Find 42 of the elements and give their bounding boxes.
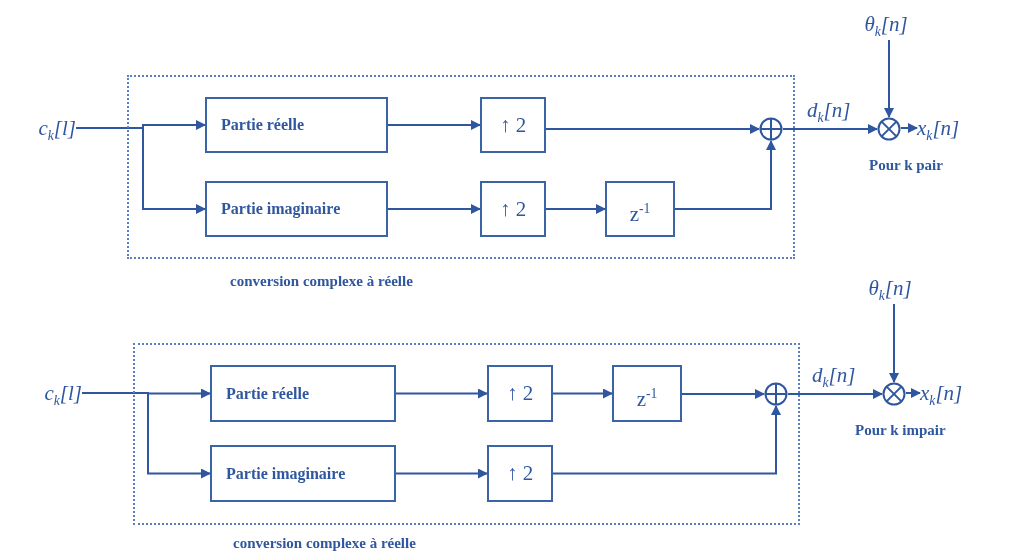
arrow: [782, 124, 878, 134]
arrow: [545, 204, 606, 214]
block-box: z$^{-1}$: [612, 365, 682, 422]
signal-label: c$_{k}$[l]: [4, 108, 76, 148]
multiplier-symbol: [877, 117, 901, 141]
frame-caption: conversion complexe à réelle: [233, 535, 416, 552]
block-box: Partie réelle: [205, 97, 388, 153]
signal-label: θ$_{k}$[n]: [850, 268, 930, 304]
signal-label: c$_{k}$[l]: [2, 373, 82, 413]
arrow: [387, 120, 481, 130]
arrow: [674, 140, 776, 210]
multiplier-symbol: [882, 382, 906, 406]
adder-symbol: [764, 382, 788, 406]
arrow: [545, 124, 760, 134]
frame-caption: conversion complexe à réelle: [230, 273, 413, 290]
arrow: [395, 388, 488, 399]
block-box: Partie réelle: [210, 365, 396, 422]
arrow: [81, 392, 211, 479]
arrow: [552, 388, 613, 399]
adder-symbol: [759, 117, 783, 141]
arrow: [552, 405, 781, 475]
arrow: [787, 389, 883, 399]
arrow: [75, 127, 206, 214]
arrow: [395, 468, 488, 479]
signal-label: x$_{k}$[n]: [917, 108, 1027, 148]
block-box: ↑ 2: [480, 97, 546, 153]
block-box: z$^{-1}$: [605, 181, 675, 237]
block-box: ↑ 2: [480, 181, 546, 237]
block-box: ↑ 2: [487, 445, 553, 502]
signal-label: θ$_{k}$[n]: [846, 4, 926, 40]
arrow: [905, 388, 921, 398]
caption-text: Pour k pair: [869, 157, 943, 174]
block-box: Partie imaginaire: [205, 181, 388, 237]
arrow: [889, 303, 899, 383]
arrow: [884, 39, 894, 118]
arrow: [900, 123, 918, 133]
signal-label: x$_{k}$[n]: [920, 373, 1030, 413]
caption-text: Pour k impair: [855, 422, 946, 439]
block-box: Partie imaginaire: [210, 445, 396, 502]
arrow: [681, 389, 765, 399]
block-box: ↑ 2: [487, 365, 553, 422]
arrow: [387, 204, 481, 214]
